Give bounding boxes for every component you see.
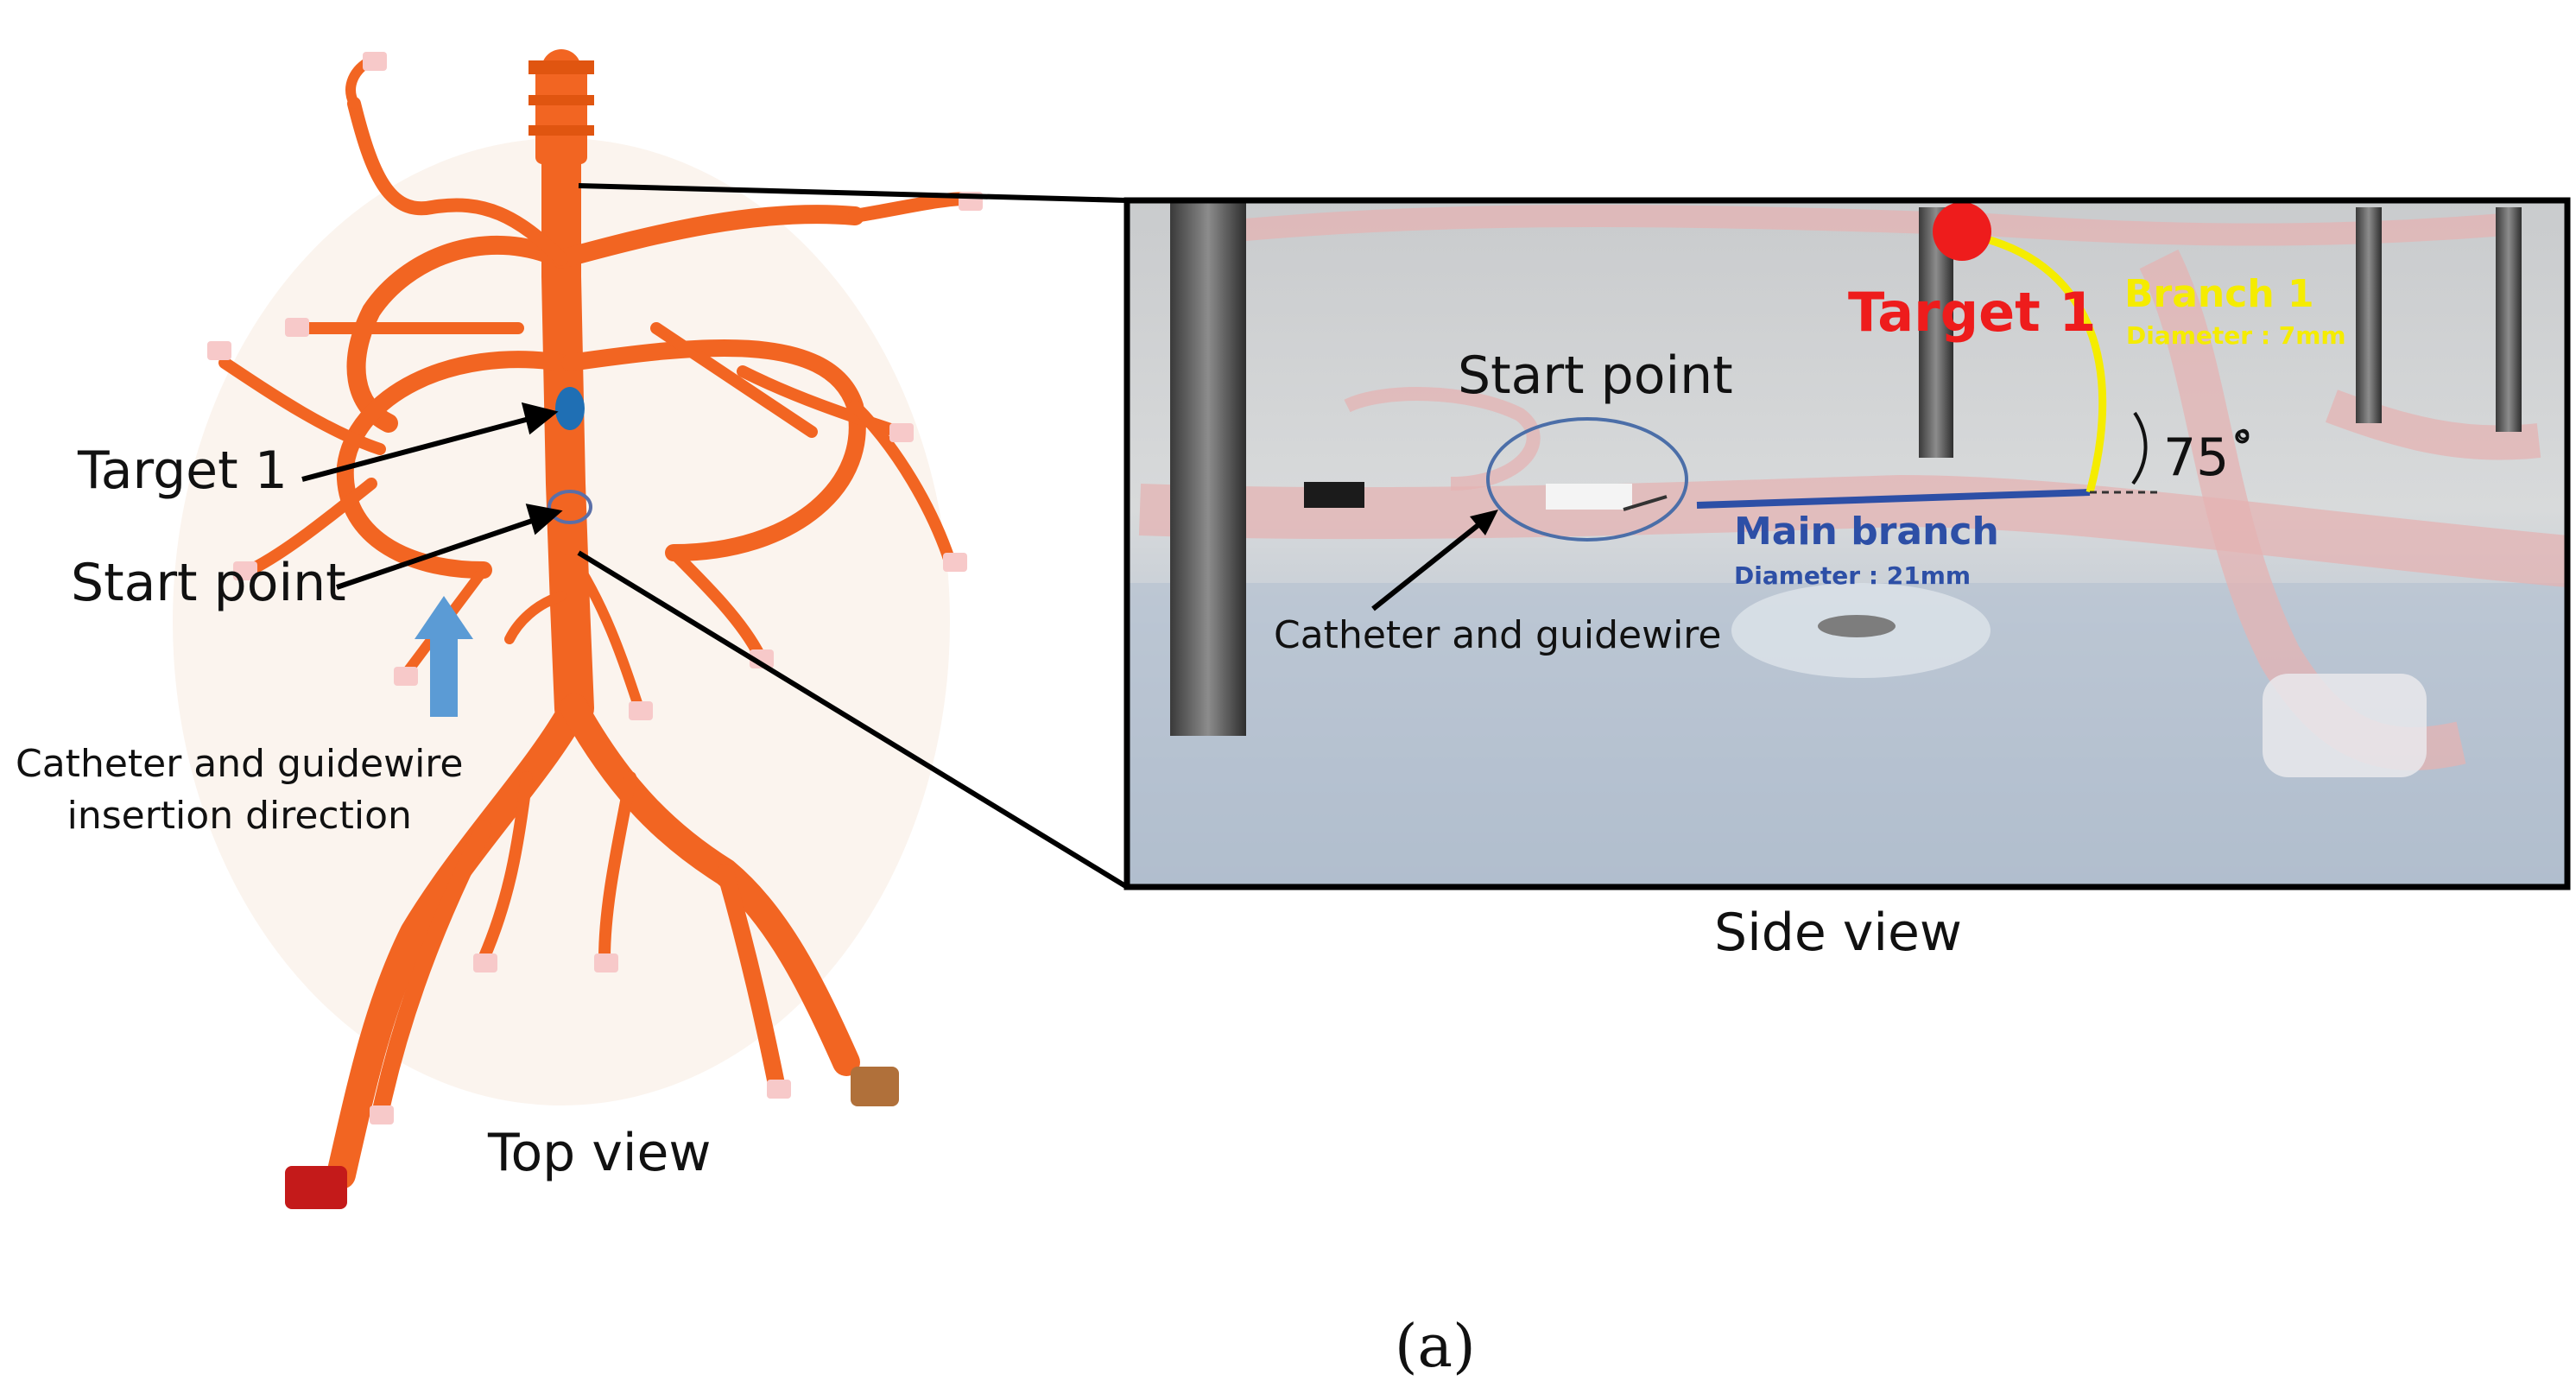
main-branch-label: Main branch xyxy=(1734,510,1999,554)
zoom-connector-lines xyxy=(577,183,1129,890)
insertion-direction-label: Catheter and guidewire insertion directi… xyxy=(16,738,464,842)
top-target-marker xyxy=(555,387,585,430)
degree-mark xyxy=(2237,428,2250,440)
insertion-label-line1: Catheter and guidewire xyxy=(16,742,464,786)
main-branch-diameter: Diameter : 21mm xyxy=(1734,561,1972,590)
top-start-label: Start point xyxy=(71,553,346,613)
branch-1-curve xyxy=(1968,231,2107,494)
side-target-label: Target 1 xyxy=(1848,281,2097,344)
left-pillar xyxy=(1170,200,1246,736)
insertion-direction-arrow-icon xyxy=(415,596,473,717)
top-target-label: Target 1 xyxy=(78,440,288,501)
top-view-arrows xyxy=(301,402,563,590)
side-view-label: Side view xyxy=(1714,903,1962,963)
panel-label: (a) xyxy=(1395,1313,1476,1381)
top-view-phantom xyxy=(173,49,974,1189)
side-start-label: Start point xyxy=(1458,345,1733,406)
top-view-connectors xyxy=(207,52,983,1209)
side-view-panel xyxy=(1123,197,2571,890)
top-view-label: Top view xyxy=(488,1123,712,1183)
branch-1-label: Branch 1 xyxy=(2124,272,2314,316)
branch-1-diameter: Diameter : 7mm xyxy=(2126,321,2346,350)
insertion-label-line2: insertion direction xyxy=(66,794,412,838)
main-branch-line xyxy=(1696,489,2091,509)
side-start-circle xyxy=(1486,417,1688,542)
top-start-marker xyxy=(547,490,592,524)
side-catheter-label: Catheter and guidewire xyxy=(1274,613,1722,657)
side-target-dot xyxy=(1933,202,1991,261)
angle-label: 75˚ xyxy=(2163,428,2256,488)
